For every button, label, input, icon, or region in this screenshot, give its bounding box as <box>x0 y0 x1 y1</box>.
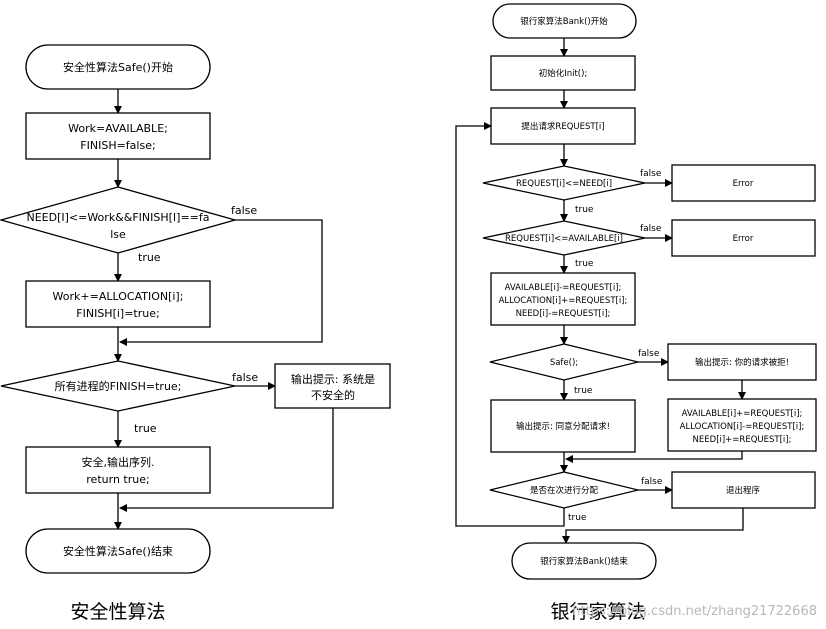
banker-algorithm-flowchart: 银行家算法Bank()开始 初始化Init(); 提出请求REQUEST[i] … <box>455 3 817 623</box>
bank-decision1-false-label: false <box>640 169 662 179</box>
safe-decision1-line-2: lse <box>110 228 126 241</box>
safe-unsafe-box <box>274 363 391 409</box>
bank-agree-text: 输出提示: 同意分配请求! <box>516 421 610 432</box>
bank-rollback-line-3: NEED[i]+=REQUEST[i]; <box>693 435 792 445</box>
bank-safe-true-label: true <box>574 386 593 396</box>
bank-rollback-path <box>565 451 743 463</box>
safe-decision2-true-label: true <box>134 422 157 435</box>
bank-safe-decision-text: Safe(); <box>550 358 578 368</box>
safe-init-line-2: FINISH=false; <box>80 139 155 152</box>
safe-decision1-line-1: NEED[I]<=Work&&FINISH[I]==fa <box>26 211 209 224</box>
safe-unsafe-line-2: 不安全的 <box>311 388 355 402</box>
safe-init-box <box>25 112 211 160</box>
bank-rollback-line-1: AVAILABLE[i]+=REQUEST[i]; <box>682 409 803 419</box>
bank-loop-path <box>455 122 565 527</box>
bank-rollback-box <box>667 398 817 452</box>
bank-again-text: 是否在次进行分配 <box>530 485 599 496</box>
bank-exit-text: 退出程序 <box>726 485 761 496</box>
bank-caption: 银行家算法 <box>550 601 645 623</box>
bank-alloc-box <box>490 272 636 326</box>
safe-unsafe-line-1: 输出提示: 系统是 <box>291 372 375 386</box>
bank-end-terminator <box>511 542 657 580</box>
bank-error2-text: Error <box>733 234 754 244</box>
bank-request-text: 提出请求REQUEST[i] <box>521 121 604 132</box>
safe-caption: 安全性算法 <box>70 601 165 623</box>
safe-end-text: 安全性算法Safe()结束 <box>63 544 173 558</box>
safe-decision1-false-path <box>119 219 323 346</box>
bank-decision1-text: REQUEST[i]<=NEED[i] <box>516 179 612 189</box>
safe-update-line-2: FINISH[i]=true; <box>76 307 159 320</box>
safe-unsafe-path <box>119 408 334 512</box>
safe-decision2-false-label: false <box>232 371 258 384</box>
bank-init-box <box>490 55 636 91</box>
bank-decision2-text: REQUEST[i]<=AVAILABLE[i] <box>505 234 623 244</box>
bank-exit-box <box>671 471 816 509</box>
safe-update-box <box>25 280 211 328</box>
bank-alloc-line-2: ALLOCATION[i]+=REQUEST[i]; <box>499 296 628 306</box>
bank-safe-false-label: false <box>638 349 660 359</box>
bank-agree-box <box>490 399 636 453</box>
safe-decision1-false-label: false <box>231 204 257 217</box>
safe-update-line-1: Work+=ALLOCATION[i]; <box>53 290 184 303</box>
safe-init-line-1: Work=AVAILABLE; <box>68 122 168 135</box>
bank-again-false-label: false <box>641 477 663 487</box>
bank-error2-box <box>671 219 816 257</box>
bank-decision2-false-label: false <box>640 224 662 234</box>
bank-again-true-label: true <box>568 513 587 523</box>
bank-decision2-true-label: true <box>575 259 594 269</box>
bank-error1-text: Error <box>733 179 754 189</box>
bank-rejected-box <box>667 343 817 381</box>
safe-output-line-1: 安全,输出序列. <box>82 455 155 469</box>
safe-output-line-2: return true; <box>86 473 149 486</box>
safe-decision2-text: 所有进程的FINISH=true; <box>55 379 182 393</box>
safe-start-text: 安全性算法Safe()开始 <box>63 60 173 74</box>
bank-error1-box <box>671 164 816 202</box>
bank-alloc-line-3: NEED[i]-=REQUEST[i]; <box>516 309 611 319</box>
bank-end-text: 银行家算法Bank()结束 <box>540 556 628 567</box>
watermark: https://blog.csdn.net/zhang21722668 <box>572 604 817 619</box>
bank-exit-path <box>562 508 744 544</box>
bank-start-text: 银行家算法Bank()开始 <box>520 16 608 27</box>
safe-output-box <box>25 446 211 494</box>
bank-decision1-true-label: true <box>575 205 594 215</box>
bank-request-box <box>490 107 636 145</box>
bank-alloc-line-1: AVAILABLE[i]-=REQUEST[i]; <box>505 283 622 293</box>
bank-rejected-text: 输出提示: 你的请求被拒! <box>695 357 789 368</box>
bank-init-text: 初始化Init(); <box>539 68 588 79</box>
safe-end-terminator <box>25 528 211 574</box>
safe-decision1-true-label: true <box>138 251 161 264</box>
bank-rollback-line-2: ALLOCATION[i]-=REQUEST[i]; <box>680 422 805 432</box>
safety-algorithm-flowchart: 安全性算法Safe()开始 Work=AVAILABLE; FINISH=fal… <box>0 44 391 623</box>
